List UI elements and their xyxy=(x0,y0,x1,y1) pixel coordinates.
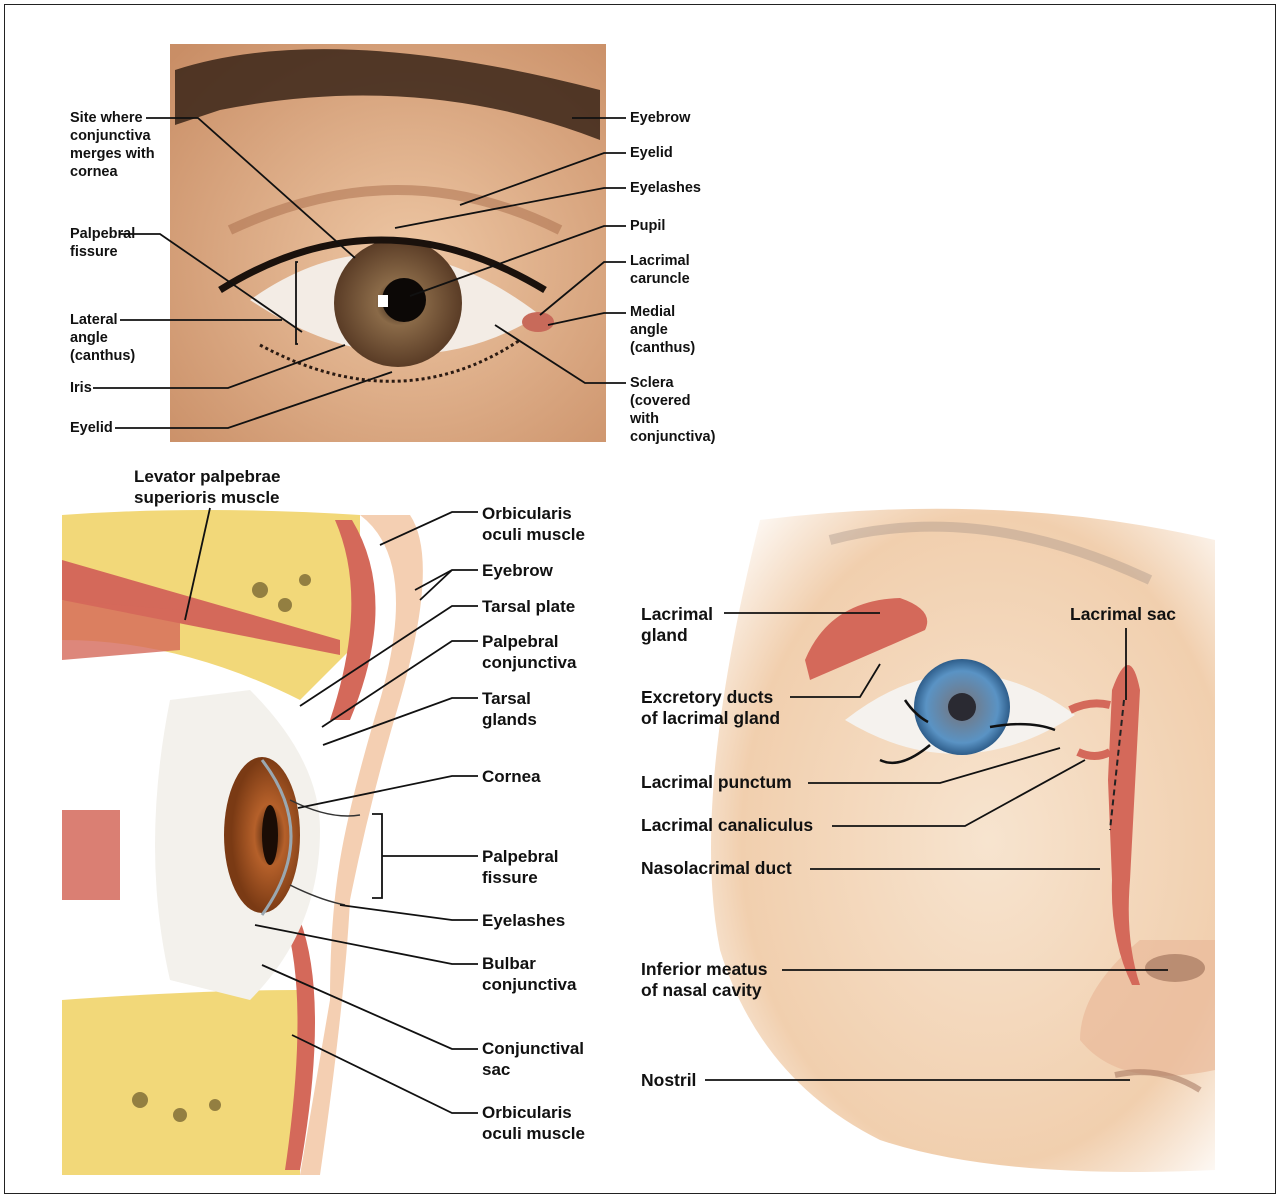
label-tarsal-glands: Tarsal glands xyxy=(482,688,537,730)
label-lacrimal-gland: Lacrimal gland xyxy=(641,604,713,646)
label-palpebral-conjunctiva: Palpebral conjunctiva xyxy=(482,631,576,673)
label-inferior-meatus: Inferior meatus of nasal cavity xyxy=(641,959,767,1001)
eye-photo xyxy=(170,44,606,442)
label-nostril: Nostril xyxy=(641,1070,696,1091)
label-lacrimal-sac: Lacrimal sac xyxy=(1070,604,1176,625)
label-medial-angle: Medial angle (canthus) xyxy=(630,303,695,357)
label-eyebrow-photo: Eyebrow xyxy=(630,109,690,127)
label-lateral-angle: Lateral angle (canthus) xyxy=(70,311,135,365)
label-lacrimal-canaliculus: Lacrimal canaliculus xyxy=(641,815,813,836)
label-conjunctival-sac: Conjunctival sac xyxy=(482,1038,584,1080)
label-eyelashes-section: Eyelashes xyxy=(482,910,565,931)
label-excretory-ducts: Excretory ducts of lacrimal gland xyxy=(641,687,780,729)
label-eyelid-upper: Eyelid xyxy=(630,144,673,162)
label-nasolacrimal-duct: Nasolacrimal duct xyxy=(641,858,792,879)
label-site-where-conjunctiva-merges: Site where conjunctiva merges with corne… xyxy=(70,109,155,181)
label-cornea: Cornea xyxy=(482,766,541,787)
eye-sagittal-section xyxy=(62,510,445,1175)
label-eyelashes-photo: Eyelashes xyxy=(630,179,701,197)
label-palpebral-fissure-section: Palpebral fissure xyxy=(482,846,559,888)
label-tarsal-plate: Tarsal plate xyxy=(482,596,575,617)
label-palpebral-fissure-photo: Palpebral fissure xyxy=(70,225,135,261)
label-orbicularis-oculi-bottom: Orbicularis oculi muscle xyxy=(482,1102,585,1144)
label-orbicularis-oculi-top: Orbicularis oculi muscle xyxy=(482,503,585,545)
label-eyebrow-section: Eyebrow xyxy=(482,560,553,581)
label-sclera: Sclera (covered with conjunctiva) xyxy=(630,374,715,446)
label-lacrimal-caruncle: Lacrimal caruncle xyxy=(630,252,690,288)
label-eyelid-lower: Eyelid xyxy=(70,419,113,437)
label-iris: Iris xyxy=(70,379,92,397)
label-levator-palpebrae: Levator palpebrae superioris muscle xyxy=(134,466,280,508)
label-bulbar-conjunctiva: Bulbar conjunctiva xyxy=(482,953,576,995)
label-lacrimal-punctum: Lacrimal punctum xyxy=(641,772,792,793)
label-pupil: Pupil xyxy=(630,217,665,235)
